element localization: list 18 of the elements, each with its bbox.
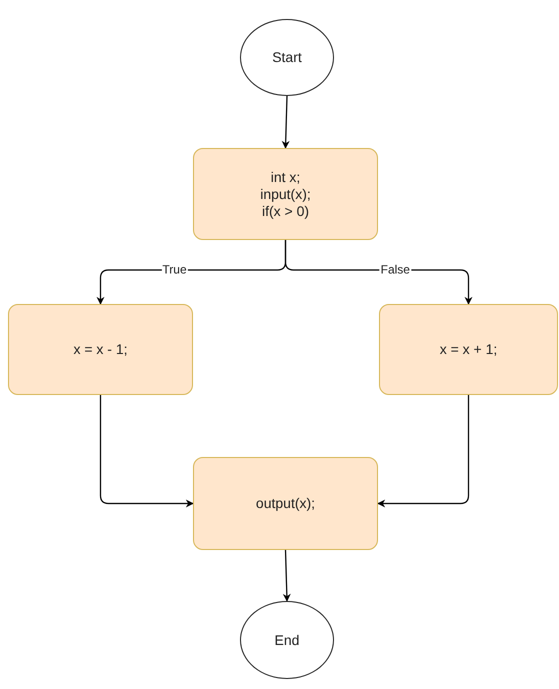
arrow <box>282 96 290 149</box>
node-text: input(x); <box>260 186 311 202</box>
edge-label: True <box>161 264 188 276</box>
node-text: Start <box>272 49 302 66</box>
arrow <box>377 395 470 508</box>
process-box <box>379 304 558 395</box>
process-box <box>193 457 378 550</box>
process-box <box>193 148 378 240</box>
arrow <box>282 550 291 602</box>
arrow <box>100 395 194 508</box>
edge-label: False <box>380 264 411 276</box>
node-text: output(x); <box>256 495 316 512</box>
node-text: int x; <box>270 168 300 186</box>
node-text: End <box>274 632 300 648</box>
node-text: x = x + 1; <box>440 341 498 358</box>
node-text: x = x - 1; <box>73 341 128 358</box>
process-box <box>8 304 193 395</box>
node-text: if(x > 0) <box>262 202 310 220</box>
